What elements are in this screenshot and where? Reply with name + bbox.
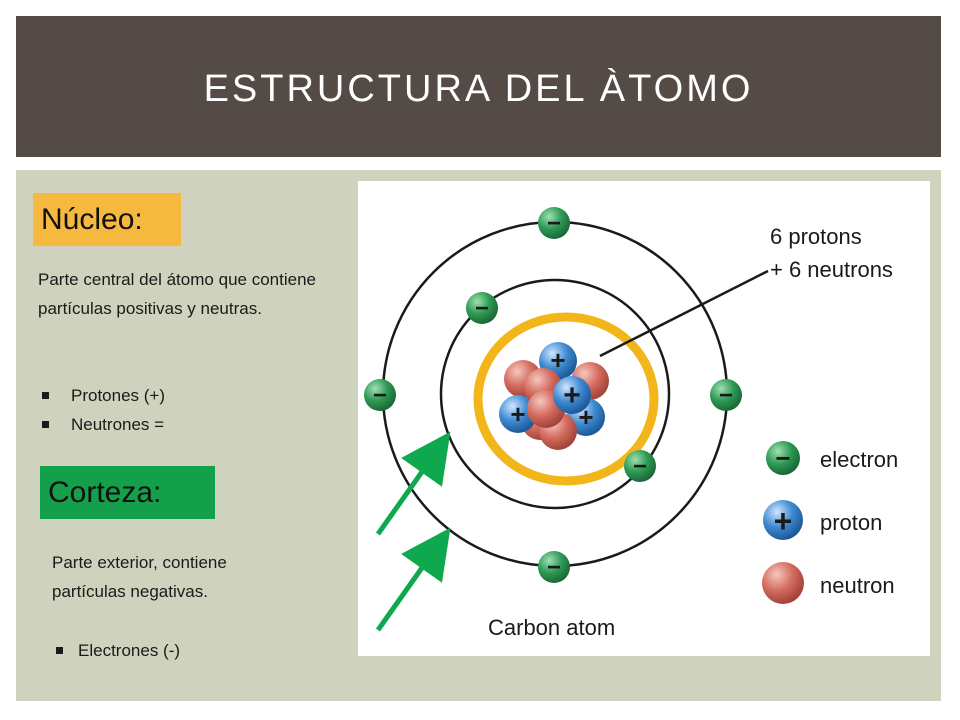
square-bullet-icon <box>42 392 49 399</box>
proton-particle <box>499 395 537 433</box>
electron-icon <box>766 441 800 475</box>
proton-icon <box>763 500 803 540</box>
nucleus-callout-line2: + 6 neutrons <box>770 257 893 282</box>
electron-sign: − <box>475 295 489 322</box>
electron-sign: − <box>373 382 387 409</box>
nucleus: + + + + <box>499 342 609 450</box>
electron-sign: − <box>547 210 561 237</box>
list-item: Protones (+) <box>38 381 165 410</box>
electron-sign: − <box>719 382 733 409</box>
bullet-text: Neutrones = <box>71 415 165 434</box>
electron-sign: − <box>547 554 561 581</box>
proton-legend-sign: + <box>774 503 793 539</box>
legend-label-proton: proton <box>820 510 882 535</box>
nucleus-heading: Núcleo: <box>33 193 181 246</box>
electron-particle <box>538 551 570 583</box>
bullet-text: Protones (+) <box>71 386 166 405</box>
neutron-icon <box>762 562 804 604</box>
diagram-legend: − electron + proton neutron <box>762 441 898 604</box>
title-bar: ESTRUCTURA DEL ÀTOMO <box>16 16 941 157</box>
list-item: Neutrones = <box>38 410 165 439</box>
proton-sign: + <box>550 345 565 375</box>
electron-legend-sign: − <box>775 443 790 473</box>
list-item: Electrones (-) <box>52 636 180 665</box>
square-bullet-icon <box>42 421 49 428</box>
electron-particle <box>466 292 498 324</box>
legend-label-neutron: neutron <box>820 573 895 598</box>
inner-orbit <box>439 278 671 510</box>
cortex-description: Parte exterior, contiene partículas nega… <box>52 553 227 601</box>
cortex-bullet-list: Electrones (-) <box>52 636 180 665</box>
electron-sign: − <box>633 453 647 480</box>
diagram-caption: Carbon atom <box>488 615 615 640</box>
nucleus-description: Parte central del átomo que contiene par… <box>38 270 316 318</box>
cortex-heading: Corteza: <box>40 466 215 519</box>
square-bullet-icon <box>56 647 63 654</box>
proton-particle <box>553 376 591 414</box>
legend-label-electron: electron <box>820 447 898 472</box>
proton-sign: + <box>510 399 525 429</box>
electron-particle <box>364 379 396 411</box>
atom-diagram: + + + + − − − − − − 6 protons + 6 neutro… <box>358 181 930 656</box>
electron-particle <box>710 379 742 411</box>
electron-particle <box>624 450 656 482</box>
electron-particle <box>538 207 570 239</box>
bullet-text: Electrones (-) <box>78 641 181 660</box>
proton-sign: + <box>563 379 581 412</box>
slide-title: ESTRUCTURA DEL ÀTOMO <box>203 68 754 110</box>
diagram-background <box>358 181 930 656</box>
nucleus-bullet-list: Protones (+) Neutrones = <box>38 381 165 439</box>
nucleus-callout-line <box>599 269 769 358</box>
nucleus-highlight-ring <box>473 312 659 486</box>
nucleus-callout-line1: 6 protons <box>770 224 862 249</box>
electron-particles: − − − − − − <box>364 207 742 583</box>
